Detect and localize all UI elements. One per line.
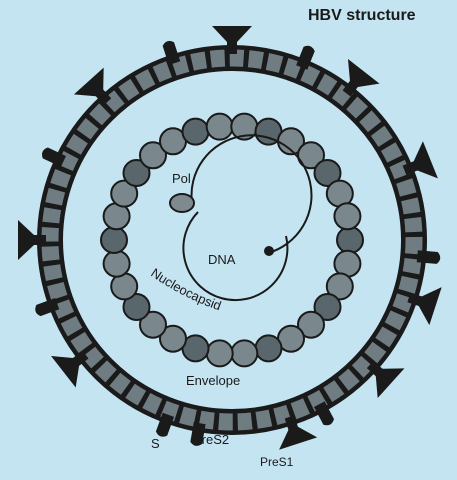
capsomer xyxy=(101,227,127,253)
nucleocapsid xyxy=(101,114,363,367)
capsomer xyxy=(231,340,257,366)
capsomer xyxy=(334,203,360,229)
label-pres1: PreS1 xyxy=(260,456,293,468)
dna-terminal-protein xyxy=(264,246,274,256)
label-s: S xyxy=(151,437,160,450)
label-dna: DNA xyxy=(208,253,235,266)
label-pres2: PreS2 xyxy=(193,433,229,446)
capsomer xyxy=(207,114,233,140)
capsomer xyxy=(337,227,363,253)
diagram-title: HBV structure xyxy=(308,8,416,24)
capsomer xyxy=(207,340,233,366)
capsomer xyxy=(104,251,130,277)
surface-protein-small xyxy=(417,250,441,264)
polymerase-marker xyxy=(170,194,194,212)
label-envelope: Envelope xyxy=(186,374,240,387)
capsomer xyxy=(183,119,209,145)
label-pol: Pol xyxy=(172,172,191,185)
dna-strand-outer xyxy=(192,135,312,253)
capsomer xyxy=(256,335,282,361)
dna-genome xyxy=(170,135,312,300)
